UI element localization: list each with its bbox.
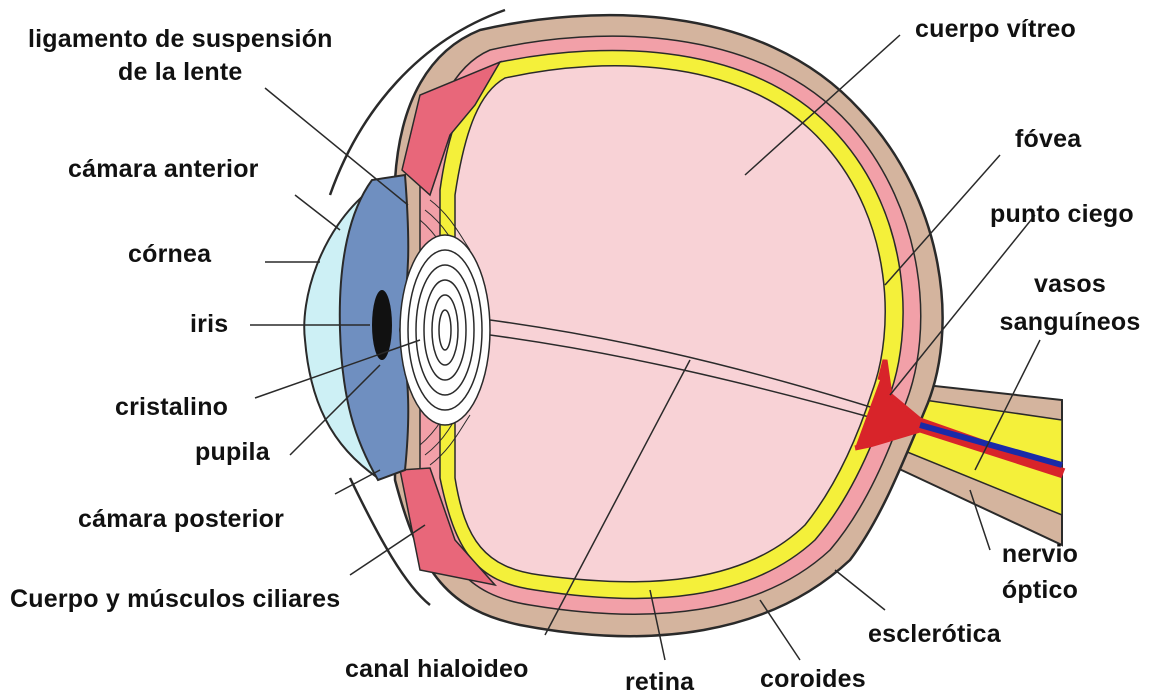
label-cornea: córnea (128, 240, 211, 269)
label-coroides: coroides (760, 665, 866, 694)
label-canal-hialoideo: canal hialoideo (345, 655, 529, 684)
label-cuerpo-vitreo: cuerpo vítreo (915, 15, 1076, 44)
label-vasos-line2: sanguíneos (985, 308, 1155, 337)
label-esclerotica: esclerótica (868, 620, 1001, 649)
label-punto-ciego: punto ciego (990, 200, 1134, 229)
label-iris: iris (190, 310, 228, 339)
label-camara-anterior: cámara anterior (68, 155, 259, 184)
label-cristalino: cristalino (115, 393, 228, 422)
pupil (372, 290, 392, 360)
label-retina: retina (625, 668, 694, 697)
label-camara-posterior: cámara posterior (78, 505, 284, 534)
label-pupila: pupila (195, 438, 270, 467)
label-fovea: fóvea (1015, 125, 1081, 154)
label-ligamento-line1: ligamento de suspensión (28, 25, 333, 54)
label-ligamento-line2: de la lente (118, 58, 242, 87)
label-nervio-line2: óptico (985, 576, 1095, 605)
lens (400, 235, 490, 425)
label-cuerpo-ciliar: Cuerpo y músculos ciliares (10, 585, 340, 614)
label-nervio-line1: nervio (985, 540, 1095, 569)
label-vasos-line1: vasos (1000, 270, 1140, 299)
